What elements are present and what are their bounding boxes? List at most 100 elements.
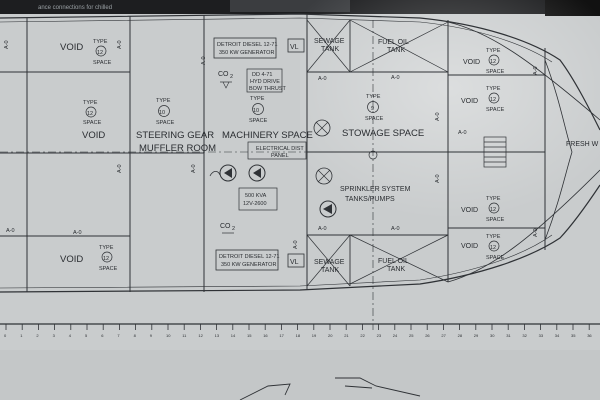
steering-gear-label: STEERING GEAR (136, 130, 214, 141)
scale-label: 35 (571, 333, 576, 338)
scale-label: 36 (587, 333, 592, 338)
scale-label: 16 (263, 333, 268, 338)
scale-label: 3 (53, 333, 56, 338)
void-label: VOID (461, 98, 478, 105)
scale-label: 17 (279, 333, 284, 338)
scale-label: 5 (85, 333, 88, 338)
bow-thrust-l1: DD 4-71 (252, 72, 272, 78)
a0-rating: A-0 (6, 228, 15, 234)
scale-label: 6 (101, 333, 104, 338)
type-label: TYPE (156, 98, 171, 104)
type-label: TYPE (486, 196, 501, 202)
sewage-tank-marks (306, 19, 449, 287)
type-number: 12 (97, 50, 103, 56)
scale-label: 7 (117, 333, 120, 338)
type-label: TYPE (93, 39, 108, 45)
scale-label: 33 (539, 333, 544, 338)
void-right-3: VOID TYPE 12 SPACE (461, 196, 505, 223)
type-label: TYPE (486, 48, 501, 54)
bow-thrust-l3: BOW THRUST (249, 86, 287, 92)
a0-rating: A-0 (293, 240, 299, 249)
scale-label: 23 (377, 333, 382, 338)
scale-label: 28 (458, 333, 463, 338)
scale-label: 4 (69, 333, 72, 338)
type-label: TYPE (366, 94, 381, 100)
generator-bottom-label: DETROIT DIESEL 12-71 (219, 254, 280, 260)
type-label: TYPE (250, 96, 265, 102)
type-number: 12 (490, 59, 496, 65)
stowage-space: TYPE 9 SPACE STOWAGE SPACE (313, 94, 424, 160)
type-number: 12 (490, 245, 496, 251)
scale-label: 9 (150, 333, 153, 338)
vl-top: VL (287, 38, 305, 53)
void-right-2: VOID TYPE 12 SPACE (461, 86, 505, 113)
a0-rating: A-0 (73, 230, 82, 236)
co2-sub: 2 (232, 226, 235, 232)
space-label: SPACE (486, 255, 505, 261)
generator-bottom-sub: 350 KW GENERATOR (221, 262, 276, 268)
steering-gear-room: TYPE 10 SPACE STEERING GEAR MUFFLER ROOM (136, 98, 216, 154)
header-caption: ance connections for chilled (38, 5, 112, 11)
fresh-water-label: FRESH W (566, 141, 599, 148)
sewage-l1: SEWAGE (314, 38, 345, 45)
a0-rating: A-0 (458, 130, 467, 136)
fuel-tank-bottom: FUEL OIL TANK (378, 258, 409, 273)
scale-label: 14 (231, 333, 236, 338)
sewage-l2: TANK (321, 267, 339, 274)
bulkheads (26, 14, 546, 292)
a0-rating: A-0 (435, 112, 441, 121)
void-lower-left: VOID TYPE 12 SPACE (60, 245, 118, 272)
transformer-l2: 12V-2600 (243, 201, 267, 207)
pump-icon (209, 164, 266, 182)
type-number: 9 (371, 106, 374, 112)
scale-label: 2 (36, 333, 39, 338)
scale-label: 27 (441, 333, 446, 338)
void-mid-left: VOID TYPE 12 SPACE (82, 100, 105, 141)
void-label: VOID (461, 243, 478, 250)
sewage-l2: TANK (321, 46, 339, 53)
scale-label: 15 (247, 333, 252, 338)
paper-margin (0, 350, 600, 400)
machinery-space: DETROIT DIESEL 12-71 350 KW GENERATOR DD… (209, 37, 313, 271)
void-label: VOID (82, 130, 105, 141)
scale-label: 21 (344, 333, 349, 338)
type-number: 12 (103, 256, 109, 262)
scale-label: 25 (409, 333, 414, 338)
scale-label: 29 (474, 333, 479, 338)
scale-label: 18 (296, 333, 301, 338)
bow-lines (447, 21, 600, 283)
void-fwd-upper-left: VOID TYPE 12 SPACE (60, 39, 112, 66)
generator-top-label: DETROIT DIESEL 12-71 (217, 42, 278, 48)
bow-thrust-l2: HYD DRIVE (250, 79, 280, 85)
a0-rating: A-0 (117, 40, 123, 49)
scale-label: 8 (134, 333, 137, 338)
a0-rating: A-0 (391, 226, 400, 232)
co2-sub: 2 (230, 74, 233, 80)
scale-label: 22 (360, 333, 365, 338)
co2-top-icon: CO 2 (218, 71, 233, 89)
a0-rating: A-0 (191, 164, 197, 173)
fuel-l1: FUEL OIL (378, 258, 409, 265)
space-label: SPACE (99, 266, 118, 272)
sprinkler-room: SPRINKLER SYSTEM TANKS/PUMPS (315, 167, 411, 218)
scale-label: 11 (182, 333, 187, 338)
fuel-l2: TANK (387, 266, 405, 273)
sewage-tank-bottom: SEWAGE TANK (314, 259, 345, 274)
lower-drawing-fragment (239, 377, 421, 400)
scale-label: 30 (490, 333, 495, 338)
space-label: SPACE (486, 69, 505, 75)
type-label: TYPE (83, 100, 98, 106)
elec-panel-l1: ELECTRICAL DIST (256, 146, 304, 152)
fuel-tank-top: FUEL OIL TANK (378, 39, 409, 54)
scale-label: 12 (198, 333, 203, 338)
scale-label: 19 (312, 333, 317, 338)
type-number: 12 (87, 111, 93, 117)
type-number: 12 (490, 97, 496, 103)
space-label: SPACE (249, 118, 268, 124)
fire-ratings: A-0 A-0 A-0 A-0 A-0 A-0 A-0 A-0 A-0 A-0 … (4, 40, 539, 249)
a0-rating: A-0 (4, 40, 10, 49)
space-label: SPACE (156, 120, 175, 126)
co2-text: CO (218, 71, 229, 78)
